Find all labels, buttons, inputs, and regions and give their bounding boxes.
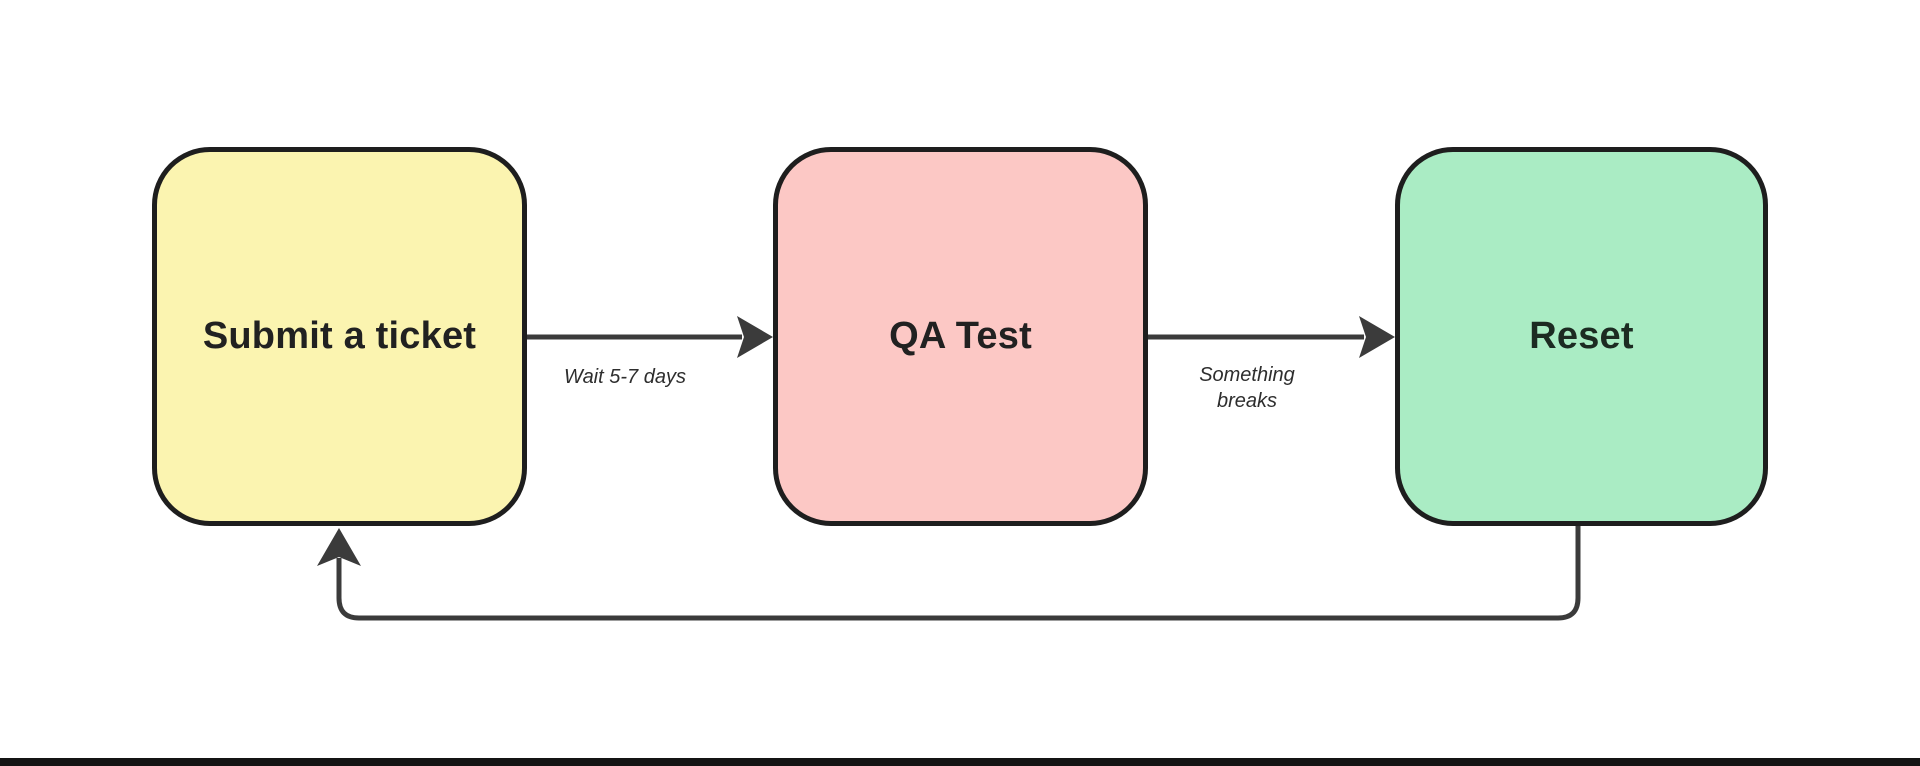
edge-line-reset-to-submit <box>336 526 1581 621</box>
node-label: Submit a ticket <box>202 315 477 357</box>
edge-submit-to-qa <box>527 316 773 358</box>
bottom-bar <box>0 758 1920 766</box>
edge-label-something-breaks: Something breaks <box>1199 364 1295 412</box>
edge-qa-to-reset <box>1148 316 1395 358</box>
arrowhead-up-icon <box>317 528 361 566</box>
node-submit-ticket: Submit a ticket <box>152 147 527 526</box>
node-label: Reset <box>1529 315 1634 357</box>
arrowhead-right-icon <box>1359 316 1395 358</box>
node-reset: Reset <box>1395 147 1768 526</box>
node-label: QA Test <box>889 315 1032 357</box>
edge-label-wait-5-7-days: Wait 5-7 days <box>564 366 686 388</box>
arrowhead-right-icon <box>737 316 773 358</box>
edge-reset-to-submit-loop <box>317 526 1581 621</box>
node-qa-test: QA Test <box>773 147 1148 526</box>
